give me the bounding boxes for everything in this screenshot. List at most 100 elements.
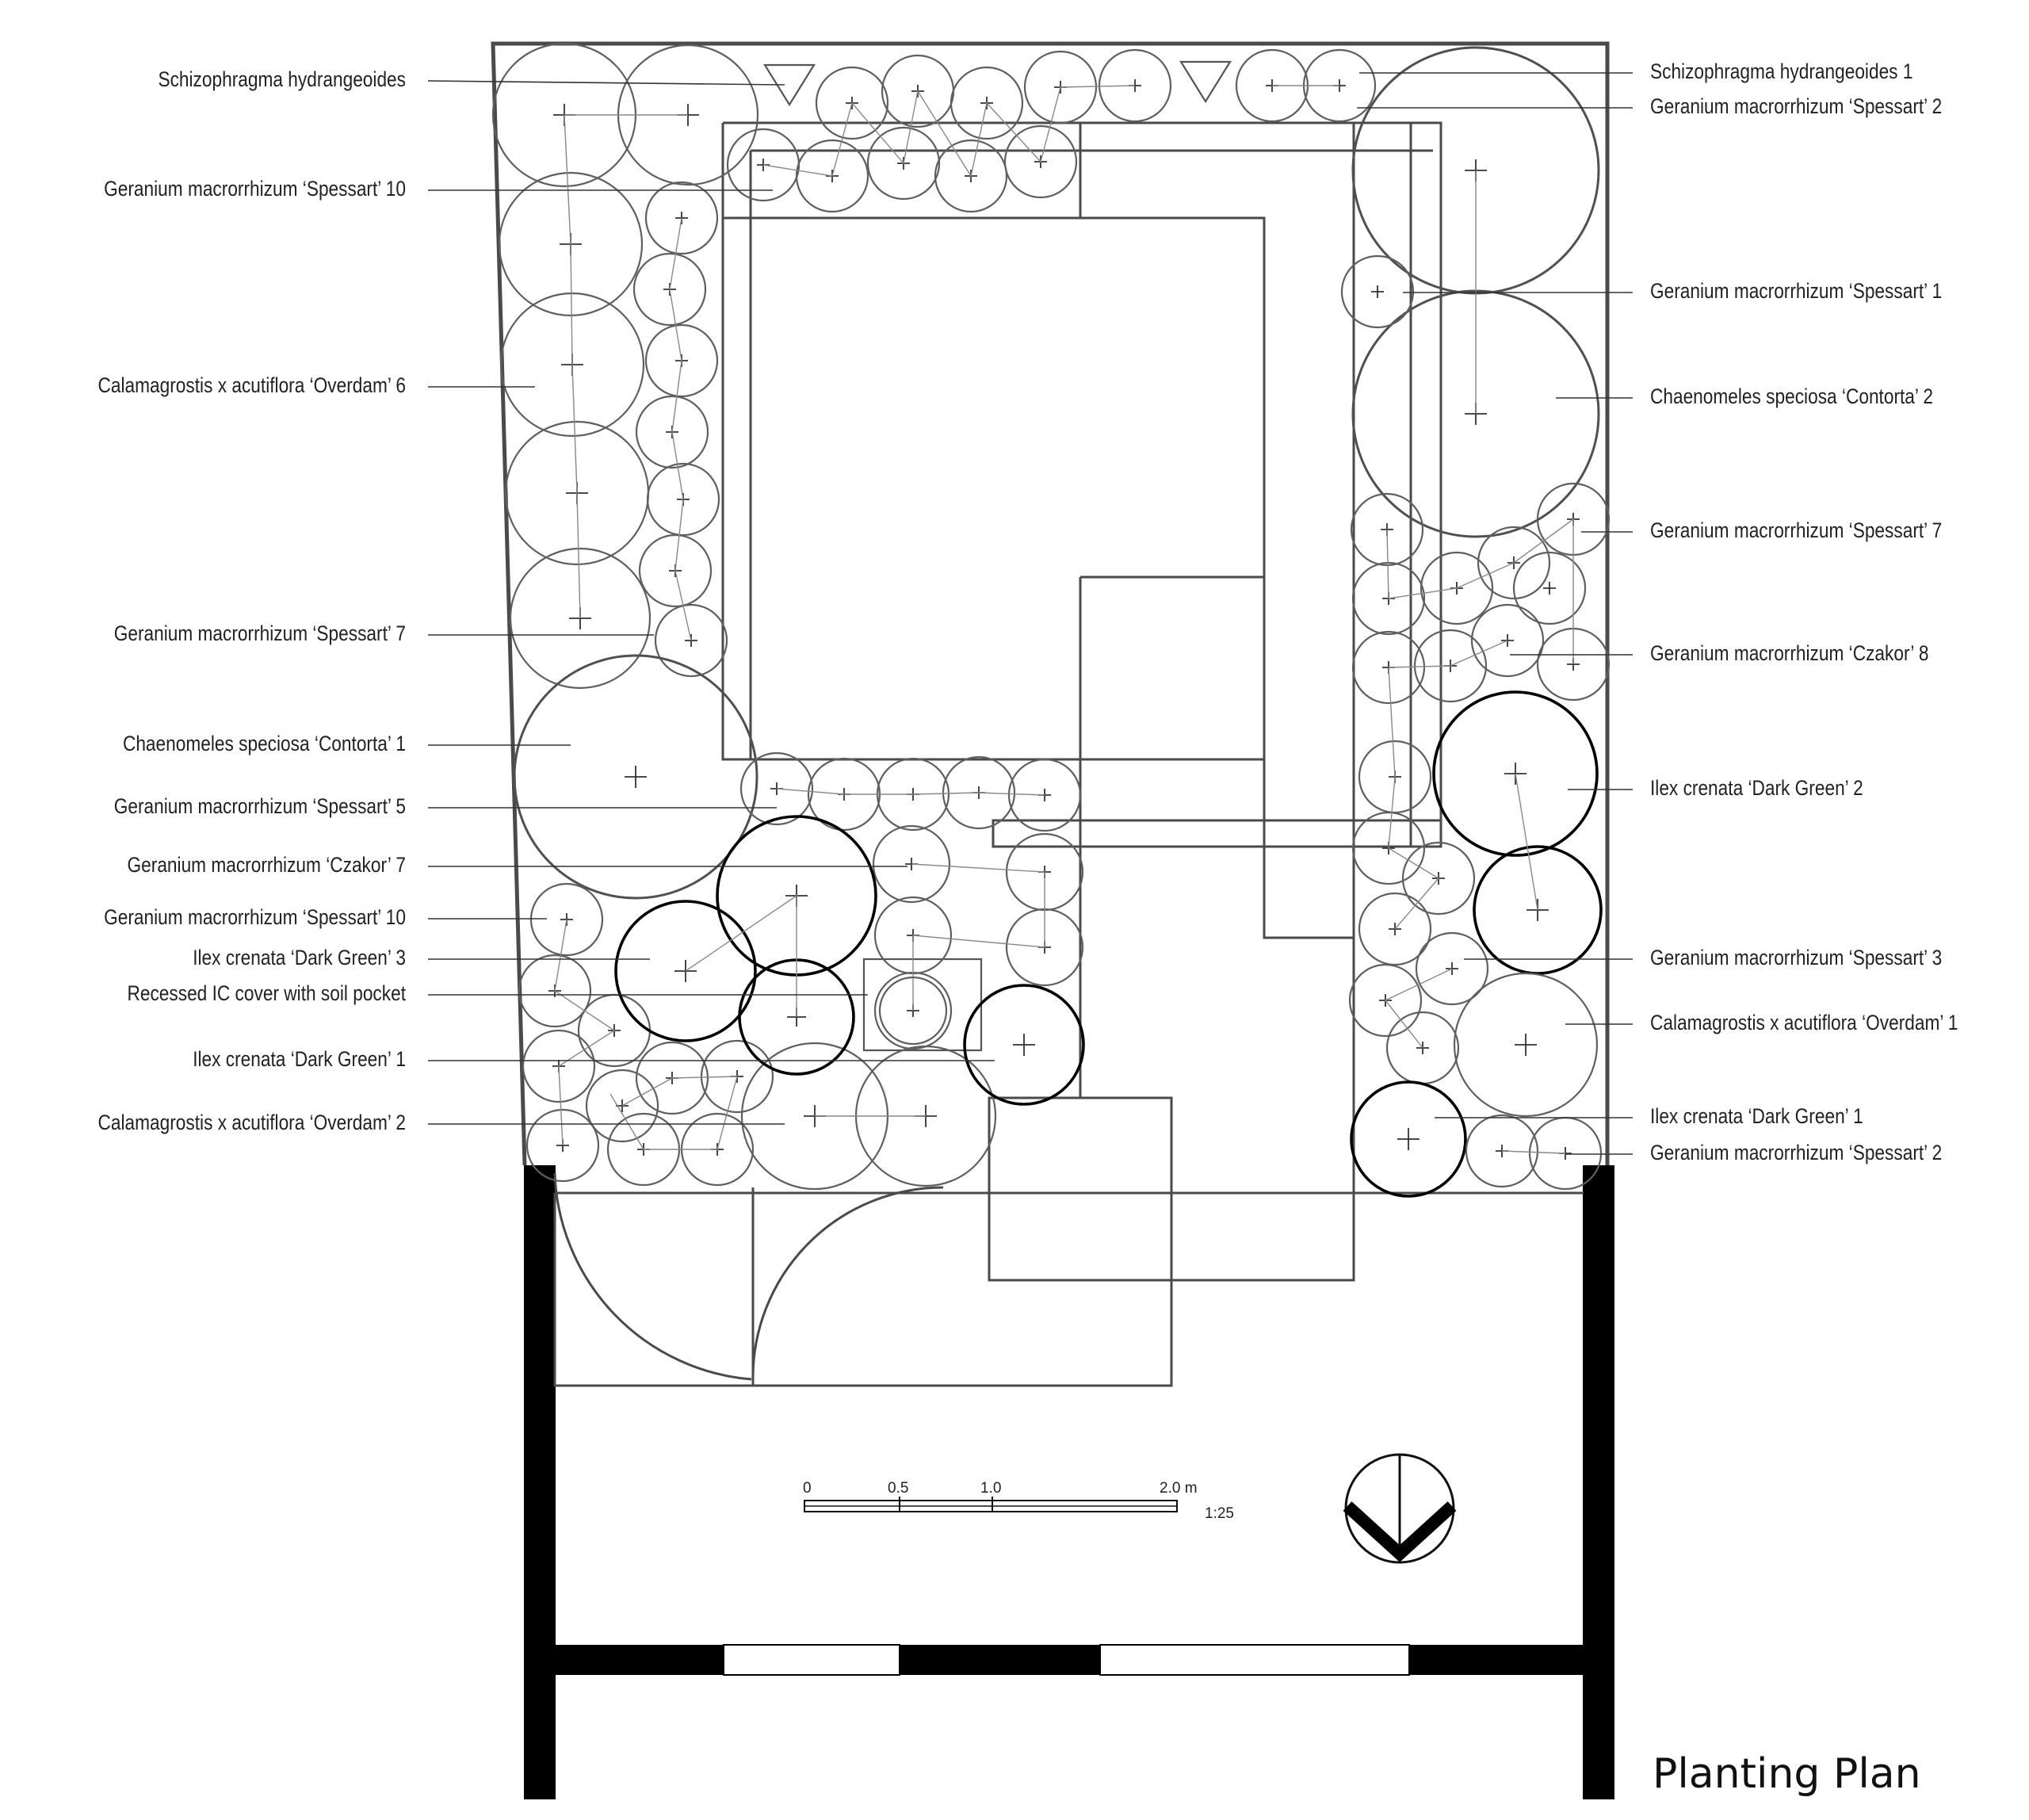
geranium-symbol [1350, 492, 1424, 567]
label-right: Ilex crenata ‘Dark Green’ 2 [1650, 776, 1863, 800]
geranium-symbol [1401, 841, 1476, 916]
ilex-symbol [963, 984, 1085, 1106]
ilex-symbol [1473, 845, 1603, 975]
geranium-symbol [1351, 811, 1426, 885]
label-right: Geranium macrorrhizum ‘Spessart’ 1 [1650, 279, 1942, 303]
planting-layer [491, 42, 1611, 1198]
geranium-symbol [1098, 48, 1172, 123]
chaenomeles-symbol [513, 654, 758, 900]
plant-center-mark [1543, 582, 1556, 595]
ilex-symbol [1350, 1080, 1467, 1198]
geranium-symbol [1512, 551, 1587, 625]
label-left: Geranium macrorrhizum ‘Spessart’ 10 [104, 905, 406, 929]
scale-tick-label: 2.0 m [1160, 1480, 1198, 1497]
label-right: Schizophragma hydrangeoides 1 [1650, 59, 1912, 83]
geranium-symbol [518, 954, 592, 1028]
geranium-symbol [654, 603, 728, 678]
planting-connector [564, 114, 581, 619]
drawing-title: Planting Plan [1653, 1750, 1921, 1798]
label-right: Calamagrostis x acutiflora ‘Overdam’ 1 [1650, 1011, 1958, 1034]
label-right: Geranium macrorrhizum ‘Czakor’ 8 [1650, 641, 1928, 665]
scale-bar: 0 0.5 1.0 2.0 m 1:25 [803, 1480, 1234, 1522]
planting-connector [1501, 1150, 1566, 1154]
calamagrostis-symbol [509, 547, 651, 690]
geranium-symbol [866, 126, 941, 201]
planting-connector [1388, 640, 1508, 668]
geranium-symbol [950, 66, 1024, 140]
label-right: Geranium macrorrhizum ‘Spessart’ 2 [1650, 1141, 1942, 1164]
label-left: Ilex crenata ‘Dark Green’ 1 [193, 1047, 406, 1071]
planting-connector [1388, 667, 1440, 930]
geranium-symbol [632, 252, 707, 327]
schizophragma-symbol [1179, 60, 1232, 104]
door-swing-curve [553, 1172, 752, 1381]
plant-center-mark [625, 766, 647, 788]
planting-connector [1515, 773, 1538, 911]
geranium-symbol [1358, 892, 1432, 966]
right-labels: Schizophragma hydrangeoides 1 Geranium m… [1357, 59, 1958, 1164]
geranium-symbol [1413, 629, 1488, 703]
geranium-symbol [795, 139, 869, 213]
geranium-symbol [878, 976, 948, 1046]
plant-center-mark [1013, 1034, 1035, 1056]
scale-tick-label: 1.0 [980, 1480, 1001, 1497]
label-left: Calamagrostis x acutiflora ‘Overdam’ 6 [98, 373, 406, 397]
right-wall [1583, 1165, 1614, 1799]
label-left: Chaenomeles speciosa ‘Contorta’ 1 [123, 732, 406, 755]
window-right [1099, 1644, 1410, 1676]
planting-connector [1386, 518, 1574, 664]
label-left: Recessed IC cover with soil pocket [127, 981, 406, 1005]
geranium-symbol [529, 882, 604, 957]
geranium-symbol [1023, 50, 1098, 124]
geranium-symbol [739, 751, 814, 826]
right-bed-frame [1263, 123, 1412, 1165]
geranium-symbol [644, 323, 719, 398]
geranium-symbol [1340, 254, 1415, 329]
calamagrostis-symbol [499, 292, 645, 438]
label-right: Geranium macrorrhizum ‘Spessart’ 2 [1650, 94, 1942, 118]
geranium-symbol [585, 1069, 659, 1143]
terrace-outline [553, 1165, 1355, 1387]
geranium-symbol [635, 395, 709, 469]
north-arrow-icon [1343, 1453, 1457, 1564]
plant-center-mark [1397, 1128, 1420, 1150]
left-labels: Schizophragma hydrangeoides Geranium mac… [98, 67, 995, 1134]
label-right: Geranium macrorrhizum ‘Spessart’ 3 [1650, 946, 1942, 969]
geranium-symbol [934, 139, 1008, 213]
label-left: Geranium macrorrhizum ‘Spessart’ 10 [104, 177, 406, 201]
geranium-symbol [1470, 603, 1545, 678]
leader-line [427, 80, 785, 86]
geranium-symbol [1003, 124, 1078, 199]
step-block [988, 1096, 1173, 1282]
plant-center-mark [1515, 1034, 1537, 1056]
geranium-symbol [1415, 931, 1489, 1006]
label-left: Geranium macrorrhizum ‘Spessart’ 5 [114, 794, 406, 818]
label-left: Calamagrostis x acutiflora ‘Overdam’ 2 [98, 1111, 406, 1134]
label-right: Geranium macrorrhizum ‘Spessart’ 7 [1650, 518, 1942, 542]
calamagrostis-symbol [1453, 972, 1599, 1118]
planting-connector [911, 863, 1045, 1011]
geranium-symbol [1007, 758, 1082, 832]
geranium-symbol [525, 1108, 600, 1183]
planting-connector [609, 1076, 738, 1150]
geranium-symbol [644, 181, 719, 255]
planting-connector [685, 894, 797, 1017]
label-left: Ilex crenata ‘Dark Green’ 3 [193, 946, 406, 969]
label-right: Ilex crenata ‘Dark Green’ 1 [1650, 1104, 1863, 1128]
label-left: Geranium macrorrhizum ‘Spessart’ 7 [114, 621, 406, 645]
geranium-symbol [1348, 963, 1423, 1038]
central-path [992, 575, 1442, 1098]
window-left [723, 1644, 900, 1676]
raised-bed-frame [721, 121, 1442, 848]
geranium-symbol [815, 66, 889, 140]
geranium-symbol [1351, 561, 1426, 636]
calamagrostis-symbol [498, 171, 644, 317]
ilex-symbol [1432, 690, 1599, 857]
site-structure [491, 41, 1614, 1799]
geranium-symbol [635, 1041, 709, 1115]
facade-wall [555, 1645, 1584, 1675]
geranium-symbol [1420, 551, 1494, 625]
geranium-symbol [638, 533, 713, 608]
geranium-symbol [1465, 1114, 1539, 1188]
